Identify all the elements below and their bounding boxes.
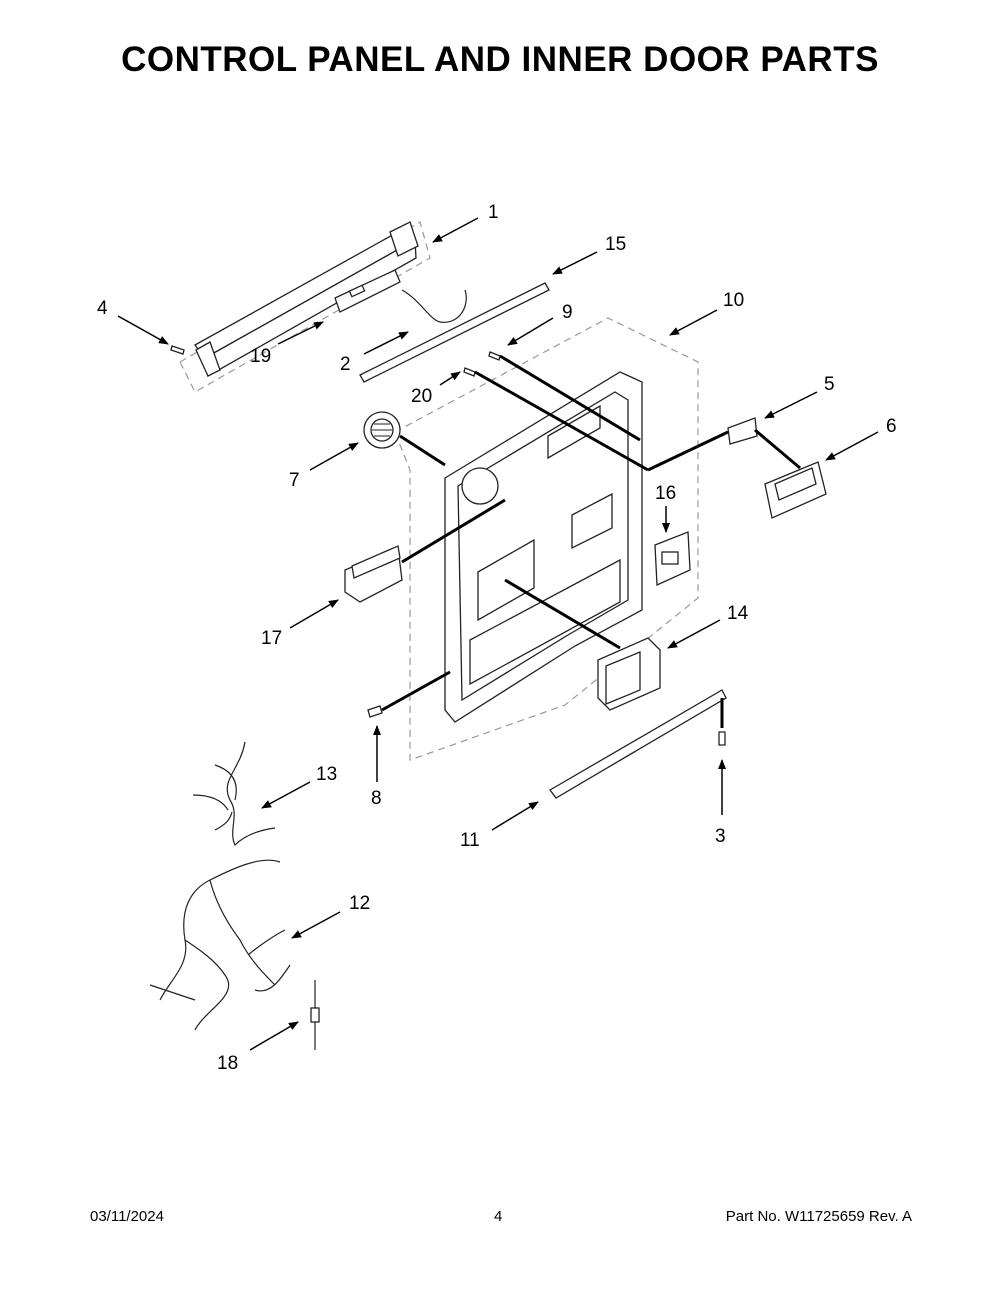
detergent-dispenser	[597, 637, 661, 711]
arrow-14	[667, 619, 721, 649]
callout-4: 4	[97, 298, 108, 319]
arrow-19	[277, 321, 324, 345]
arrow-10	[669, 309, 718, 336]
thermal-fuse	[310, 980, 320, 1050]
callout-6: 6	[886, 416, 897, 437]
screw-part-20	[463, 367, 476, 377]
arrow-11	[491, 801, 539, 831]
leader-9	[499, 354, 641, 442]
callout-15: 15	[605, 234, 626, 255]
leader-5a	[647, 430, 729, 472]
callout-14: 14	[727, 603, 749, 624]
inner-door-liner	[444, 371, 643, 723]
footer-page-number: 4	[494, 1208, 503, 1225]
latch-housing	[764, 461, 827, 519]
footer-part-number: Part No. W11725659 Rev. A	[725, 1208, 912, 1225]
callout-7: 7	[289, 470, 300, 491]
callout-13: 13	[316, 764, 337, 785]
leader-7	[399, 434, 446, 467]
callout-1: 1	[488, 202, 499, 223]
arrow-13	[261, 781, 311, 809]
arrow-1	[432, 217, 479, 243]
door-bottom-trim	[549, 689, 727, 799]
callout-17: 17	[261, 628, 282, 649]
leader-17	[401, 498, 506, 564]
callout-20: 20	[411, 386, 432, 407]
screw-part-9	[488, 351, 501, 361]
screw-part-3	[718, 731, 726, 746]
arrow-5	[764, 391, 818, 419]
callout-8: 8	[371, 788, 382, 809]
page-title: CONTROL PANEL AND INNER DOOR PARTS	[121, 40, 879, 79]
vent-cover	[363, 411, 401, 449]
screw-part-8	[367, 705, 383, 718]
door-switch	[727, 417, 758, 445]
callout-5: 5	[824, 374, 835, 395]
leader-14	[504, 578, 621, 650]
callout-12: 12	[349, 893, 370, 914]
arrow-17	[289, 599, 339, 629]
callout-2: 2	[340, 354, 351, 375]
control-panel-console	[194, 221, 419, 378]
callout-18: 18	[217, 1053, 238, 1074]
door-vent-strip	[359, 282, 550, 383]
ui-board-cable	[401, 289, 467, 323]
screw-part-4	[170, 345, 185, 355]
arrow-20	[439, 371, 461, 386]
arrow-6	[825, 431, 879, 461]
callout-10: 10	[723, 290, 744, 311]
arrow-2	[363, 331, 409, 355]
callout-16: 16	[655, 483, 676, 504]
arrow-4	[117, 315, 169, 345]
wire-harness-main	[149, 859, 291, 1031]
callout-3: 3	[715, 826, 726, 847]
arrow-12	[291, 911, 341, 939]
leader-8	[381, 670, 451, 712]
footer-date: 03/11/2024	[90, 1208, 164, 1225]
arrow-18	[249, 1021, 299, 1051]
vent-assembly	[344, 545, 403, 603]
user-interface-board	[334, 269, 401, 313]
arrow-9	[507, 317, 554, 346]
leader-6	[754, 428, 801, 470]
arrow-7	[309, 442, 359, 471]
callout-11: 11	[460, 830, 480, 851]
arrow-15	[552, 251, 598, 275]
leader-20	[474, 370, 649, 472]
callout-9: 9	[562, 302, 573, 323]
callout-19: 19	[250, 346, 271, 367]
wire-harness-upper	[192, 741, 276, 847]
door-latch	[654, 531, 691, 586]
